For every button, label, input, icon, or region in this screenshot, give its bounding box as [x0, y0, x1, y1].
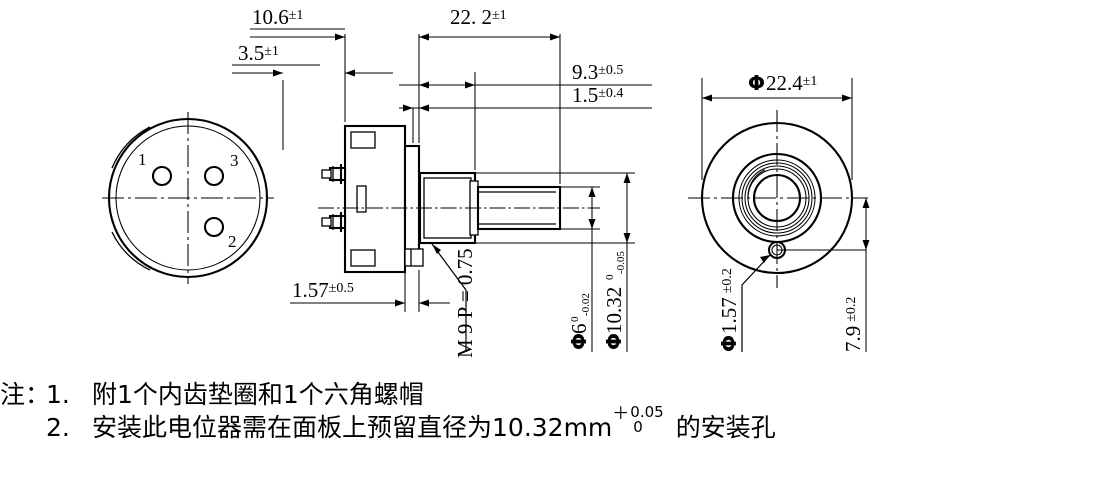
- terminal-label-1: 1: [138, 150, 147, 169]
- bottom-dimension-1-57: 1.57±0.5: [290, 270, 450, 312]
- thread-callout-arrowhead: [432, 244, 441, 254]
- drawing-canvas: 1 3 2: [102, 5, 870, 358]
- terminal-label-2: 2: [228, 232, 237, 251]
- rear-crimp-tab-lower-left: [111, 231, 151, 271]
- terminal-lugs: [321, 164, 347, 232]
- dim-label-phi-10-32-tol-dn: -0.05: [615, 251, 627, 274]
- arrow-1-57-left: [419, 299, 429, 307]
- note-2-tol-lower: 0: [633, 418, 643, 436]
- bushing-base-plate: [403, 144, 421, 254]
- arrow-22-2-left: [419, 33, 429, 41]
- dim-label-phi-22-4-symbol: Φ: [748, 71, 765, 95]
- terminal-label-3: 3: [230, 151, 239, 170]
- arrow-1-5-right: [419, 104, 429, 112]
- dim-label-phi-10-32-value: 10.32: [602, 287, 626, 334]
- terminal-lug-lower: [328, 214, 347, 230]
- thread-callout-leader: [431, 243, 467, 352]
- dim-label-phi-10-32-symbol: Φ: [602, 333, 626, 350]
- arrow-3-5-left: [345, 69, 355, 77]
- dim-label-phi-10-32-tol-up: 0: [604, 274, 616, 280]
- rear-terminal-view: 1 3 2: [102, 112, 274, 284]
- body-tab-bottom: [350, 249, 376, 267]
- dim-label-phi-6-tol-dn: -0.02: [580, 293, 592, 316]
- notes-lead-label: 注：: [0, 380, 51, 409]
- terminal-hole-3: [203, 165, 225, 187]
- note-2-tolerance-stack: 0.05 0: [630, 405, 663, 435]
- dim-label-10-6: 10.6±1: [252, 5, 303, 29]
- dim-label-phi-22-4-value: 22.4±1: [766, 71, 817, 95]
- dim-label-1-57-side: 1.57±0.5: [292, 278, 354, 302]
- arrow-9-3-right: [465, 81, 475, 89]
- callout-thread-text: M 9 P = 0.75: [453, 248, 477, 358]
- front-face-view: Φ 22.4±1 7.9±0.2 Φ 1.57±0.2: [688, 71, 870, 352]
- arrow-10-6-right: [335, 33, 345, 41]
- terminal-hole-1: [151, 165, 173, 187]
- note-1-text: 附1个内齿垫圈和1个六角螺帽: [92, 380, 424, 409]
- dim-label-1-5: 1.5±0.4: [572, 83, 623, 107]
- note-row-1: 注： 1. 附1个内齿垫圈和1个六角螺帽: [0, 378, 1094, 411]
- arrow-phi-10-32-top: [623, 173, 631, 183]
- note-2-text-before: 安装此电位器需在面板上预留直径为10.32mm: [92, 413, 613, 442]
- arrow-1-57-right: [395, 299, 405, 307]
- dim-label-9-3: 9.3±0.5: [572, 60, 623, 84]
- mounting-lug: [404, 248, 424, 267]
- pin-hole-arrowhead: [760, 255, 770, 263]
- dim-label-phi-1-57-value: 1.57±0.2: [717, 268, 741, 334]
- note-2-text-after: 的安装孔: [675, 413, 776, 442]
- arrow-phi-10-32-bottom: [623, 233, 631, 243]
- dim-label-phi-6-symbol: Φ: [567, 333, 591, 350]
- side-section-view: [318, 124, 600, 352]
- top-dimension-chain: 10.6±1 22. 2±1 3.5±1 9.3±0.5 1.5: [232, 5, 652, 184]
- body-tab-top: [350, 131, 376, 149]
- arrow-phi-22-4-right: [842, 94, 852, 102]
- front-thread-start-arc: [747, 169, 766, 199]
- arrow-22-2-right: [550, 33, 560, 41]
- terminal-lug-upper-tip: [321, 169, 332, 179]
- note-2-plus-sign: ＋: [612, 404, 630, 424]
- dim-label-phi-6-value: 6: [567, 324, 591, 335]
- arrow-7-9-bottom: [862, 240, 870, 250]
- arrow-phi-6-top: [588, 187, 596, 197]
- note-2-number: 2.: [46, 413, 70, 442]
- dim-label-7-9: 7.9±0.2: [841, 297, 865, 352]
- arrow-3-5-right: [273, 69, 283, 77]
- notes-block: 注： 1. 附1个内齿垫圈和1个六角螺帽 2. 安装此电位器需在面板上预留直径为…: [0, 378, 1094, 444]
- arrow-7-9-top: [862, 198, 870, 208]
- terminal-lug-lower-tip: [321, 217, 332, 227]
- dim-label-22-2: 22. 2±1: [450, 5, 507, 29]
- pin-hole-leader: [741, 254, 771, 352]
- arrow-9-3-left: [419, 81, 429, 89]
- dim-label-3-5: 3.5±1: [238, 41, 279, 65]
- dim-label-phi-1-57-symbol: Φ: [717, 335, 741, 352]
- note-2-tol-upper: 0.05: [630, 403, 664, 421]
- dim-label-phi-6-tol-up: 0: [569, 316, 581, 322]
- rear-crimp-tab-upper-left: [111, 126, 151, 169]
- arrow-phi-22-4-left: [702, 94, 712, 102]
- note-1-number: 1.: [46, 380, 70, 409]
- body-center-slot: [356, 185, 367, 213]
- terminal-lug-upper: [328, 166, 347, 182]
- rear-crimp-tab-upper-right: [227, 129, 264, 173]
- arrow-phi-6-bottom: [588, 219, 596, 229]
- arrow-1-5-left: [403, 104, 413, 112]
- side-vertical-callouts: M 9 P = 0.75 Φ 6 0 -0.02 Φ 10.3: [453, 172, 635, 358]
- rear-crimp-tab-lower-right: [227, 223, 264, 267]
- terminal-hole-2: [203, 216, 225, 238]
- note-row-2: 2. 安装此电位器需在面板上预留直径为10.32mm ＋ 0.05 0 的安装孔: [0, 404, 1094, 444]
